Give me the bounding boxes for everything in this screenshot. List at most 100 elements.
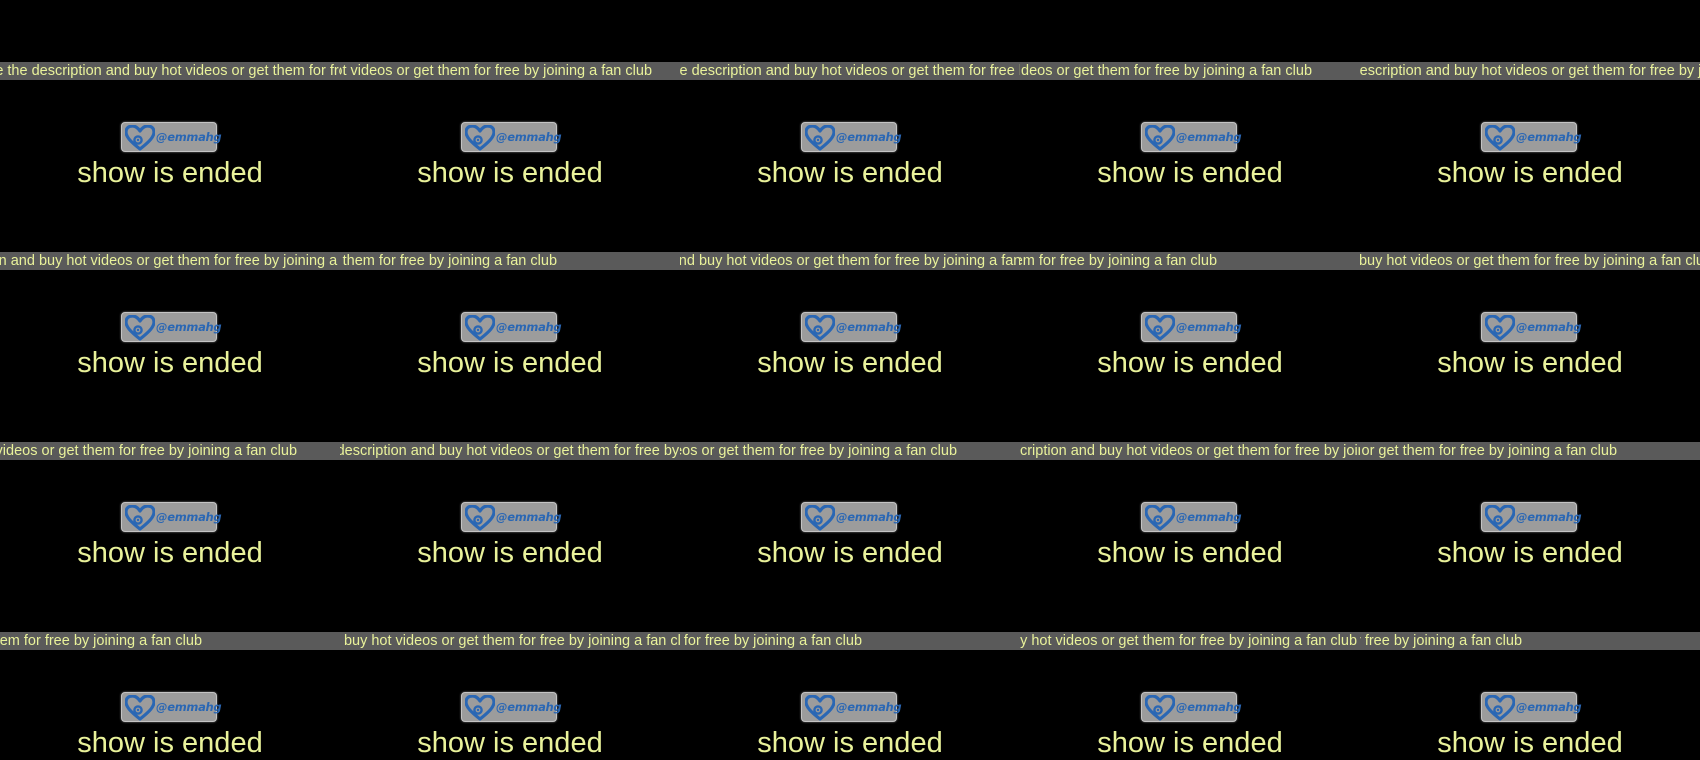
offline-cell: @emmahg show is ended	[0, 312, 340, 380]
heart-camera-icon	[465, 505, 495, 531]
handle-label: @emmahg	[156, 510, 222, 524]
handle-badge: @emmahg	[1141, 312, 1242, 342]
handle-badge: @emmahg	[121, 122, 222, 152]
ticker-text: see the description and buy hot videos o…	[1360, 253, 1700, 269]
handle-label: @emmahg	[156, 700, 222, 714]
ticker-segment: see the description and buy hot videos o…	[340, 442, 680, 460]
status-text: show is ended	[757, 157, 943, 189]
ticker-segment: see the description and buy hot videos o…	[680, 442, 1020, 460]
ticker-text: see the description and buy hot videos o…	[340, 443, 680, 459]
status-text: show is ended	[757, 347, 943, 379]
handle-badge: @emmahg	[461, 312, 562, 342]
handle-badge: @emmahg	[461, 122, 562, 152]
handle-badge: @emmahg	[1481, 692, 1582, 722]
ticker-text: see the description and buy hot videos o…	[340, 633, 680, 649]
handle-badge: @emmahg	[1141, 502, 1242, 532]
handle-label: @emmahg	[1176, 700, 1242, 714]
offline-cell: @emmahg show is ended	[1020, 312, 1360, 380]
offline-cell: @emmahg show is ended	[1360, 502, 1700, 570]
handle-badge: @emmahg	[801, 692, 902, 722]
ticker-strip: see the description and buy hot videos o…	[0, 252, 1700, 270]
offline-cell: @emmahg show is ended	[1020, 122, 1360, 190]
banner-band: see the description and buy hot videos o…	[0, 380, 1700, 570]
ticker-segment: see the description and buy hot videos o…	[1360, 632, 1700, 650]
handle-label: @emmahg	[1516, 510, 1582, 524]
ticker-text: see the description and buy hot videos o…	[680, 443, 958, 459]
status-text: show is ended	[1097, 157, 1283, 189]
banner-band: see the description and buy hot videos o…	[0, 190, 1700, 380]
heart-camera-icon	[1485, 505, 1515, 531]
handle-label: @emmahg	[156, 130, 222, 144]
handle-label: @emmahg	[1516, 130, 1582, 144]
status-text: show is ended	[1437, 157, 1623, 189]
offline-cell: @emmahg show is ended	[0, 692, 340, 760]
status-text: show is ended	[77, 347, 263, 379]
handle-badge: @emmahg	[1481, 122, 1582, 152]
ticker-text: see the description and buy hot videos o…	[1360, 63, 1700, 79]
ticker-segment: see the description and buy hot videos o…	[340, 632, 680, 650]
ticker-strip: see the description and buy hot videos o…	[0, 62, 1700, 80]
handle-badge: @emmahg	[121, 692, 222, 722]
ticker-segment: see the description and buy hot videos o…	[1360, 62, 1700, 80]
status-text: show is ended	[417, 727, 603, 759]
heart-camera-icon	[125, 505, 155, 531]
heart-camera-icon	[1145, 695, 1175, 721]
heart-camera-icon	[125, 695, 155, 721]
ticker-text: see the description and buy hot videos o…	[1020, 633, 1358, 649]
ticker-text: see the description and buy hot videos o…	[340, 253, 558, 269]
ticker-segment: see the description and buy hot videos o…	[1360, 252, 1700, 270]
heart-camera-icon	[1485, 315, 1515, 341]
ticker-text: see the description and buy hot videos o…	[1020, 443, 1360, 459]
handle-badge: @emmahg	[121, 312, 222, 342]
status-text: show is ended	[1437, 537, 1623, 569]
heart-camera-icon	[125, 125, 155, 151]
heart-camera-icon	[1485, 125, 1515, 151]
ticker-segment: see the description and buy hot videos o…	[1020, 252, 1360, 270]
ticker-text: see the description and buy hot videos o…	[1360, 443, 1618, 459]
handle-label: @emmahg	[1516, 320, 1582, 334]
ticker-segment: see the description and buy hot videos o…	[0, 252, 340, 270]
handle-badge: @emmahg	[1481, 312, 1582, 342]
heart-camera-icon	[805, 505, 835, 531]
ticker-text: see the description and buy hot videos o…	[1020, 253, 1218, 269]
ticker-text: see the description and buy hot videos o…	[1360, 633, 1523, 649]
handle-label: @emmahg	[1176, 320, 1242, 334]
handle-badge: @emmahg	[121, 502, 222, 532]
ticker-text: see the description and buy hot videos o…	[340, 63, 653, 79]
banner-band: see the description and buy hot videos o…	[0, 0, 1700, 190]
status-text: show is ended	[1097, 347, 1283, 379]
offline-cell: @emmahg show is ended	[340, 692, 680, 760]
handle-label: @emmahg	[496, 510, 562, 524]
heart-camera-icon	[465, 315, 495, 341]
ticker-text: see the description and buy hot videos o…	[680, 633, 863, 649]
ticker-segment: see the description and buy hot videos o…	[680, 632, 1020, 650]
status-text: show is ended	[417, 157, 603, 189]
ticker-strip: see the description and buy hot videos o…	[0, 442, 1700, 460]
status-text: show is ended	[757, 727, 943, 759]
handle-label: @emmahg	[1176, 510, 1242, 524]
offline-cell: @emmahg show is ended	[680, 692, 1020, 760]
handle-label: @emmahg	[496, 320, 562, 334]
ticker-text: see the description and buy hot videos o…	[0, 443, 298, 459]
handle-badge: @emmahg	[1141, 122, 1242, 152]
handle-label: @emmahg	[1516, 700, 1582, 714]
status-text: show is ended	[77, 727, 263, 759]
heart-camera-icon	[1145, 505, 1175, 531]
handle-badge: @emmahg	[461, 502, 562, 532]
ticker-segment: see the description and buy hot videos o…	[340, 252, 680, 270]
ticker-segment: see the description and buy hot videos o…	[0, 632, 340, 650]
heart-camera-icon	[465, 695, 495, 721]
handle-badge: @emmahg	[461, 692, 562, 722]
ticker-segment: see the description and buy hot videos o…	[1360, 442, 1700, 460]
ticker-text: see the description and buy hot videos o…	[0, 63, 340, 79]
status-text: show is ended	[77, 157, 263, 189]
